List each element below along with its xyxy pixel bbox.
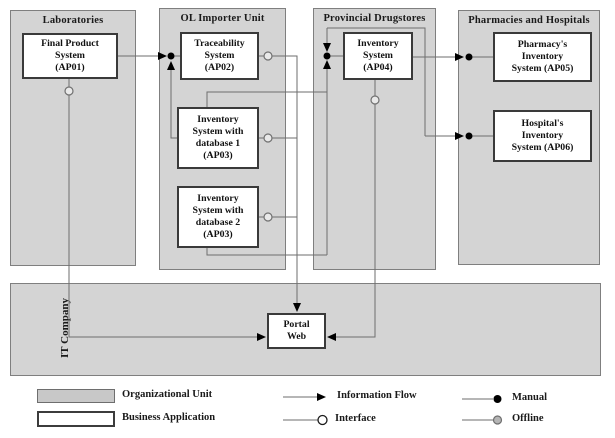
legend-information-flow-icon bbox=[283, 393, 326, 401]
group-title-laboratories: Laboratories bbox=[42, 15, 104, 26]
app-final-product-system-ap01: Final Product System (AP01) bbox=[22, 33, 118, 79]
legend-manual-icon bbox=[462, 395, 502, 403]
app-inventory-system-ap04: Inventory System (AP04) bbox=[343, 32, 413, 80]
legend-label-interface: Interface bbox=[335, 413, 376, 424]
group-title-it-company: IT Company bbox=[59, 298, 71, 359]
group-title-pharmacies-hospitals: Pharmacies and Hospitals bbox=[468, 15, 590, 26]
legend-label-manual: Manual bbox=[512, 392, 548, 403]
legend-label-information-flow: Information Flow bbox=[337, 390, 417, 401]
group-title-ol-importer-unit: OL Importer Unit bbox=[180, 13, 265, 24]
legend-offline-icon bbox=[462, 415, 503, 425]
app-inventory-system-db2-ap03: Inventory System with database 2 (AP03) bbox=[177, 186, 259, 248]
app-traceability-system-ap02: Traceability System (AP02) bbox=[180, 32, 259, 80]
group-title-provincial-drugstores: Provincial Drugstores bbox=[323, 13, 426, 24]
legend-business-application-swatch bbox=[37, 411, 115, 427]
app-pharmacys-inventory-system-ap05: Pharmacy's Inventory System (AP05) bbox=[493, 32, 592, 82]
app-hospitals-inventory-system-ap06: Hospital's Inventory System (AP06) bbox=[493, 110, 592, 162]
app-portal-web: Portal Web bbox=[267, 313, 326, 349]
legend-label-offline: Offline bbox=[512, 413, 544, 424]
app-inventory-system-db1-ap03: Inventory System with database 1 (AP03) bbox=[177, 107, 259, 169]
legend-label-organizational-unit: Organizational Unit bbox=[122, 389, 213, 400]
legend-label-business-application: Business Application bbox=[122, 412, 216, 423]
legend-interface-icon bbox=[283, 414, 328, 426]
legend-organizational-unit-swatch bbox=[37, 389, 115, 403]
